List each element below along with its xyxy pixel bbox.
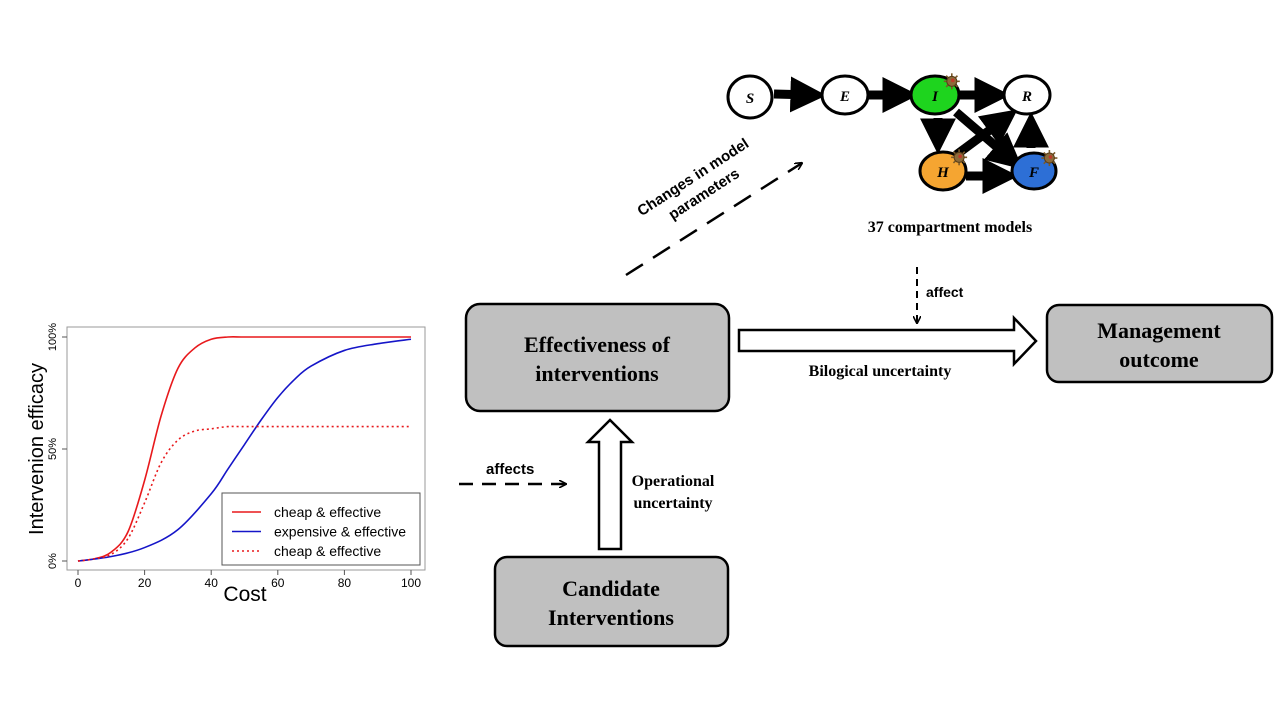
virus-icon: [951, 149, 968, 166]
y-tick-label: 50%: [47, 438, 59, 460]
management-box-line2: outcome: [1119, 347, 1199, 372]
legend-label: expensive & effective: [274, 524, 406, 540]
node-e-circle: [820, 74, 870, 116]
y-tick-label: 100%: [47, 323, 59, 351]
virus-icon: [1041, 150, 1058, 167]
x-tick-label: 20: [138, 576, 152, 590]
effectiveness-box: Effectiveness of interventions: [464, 302, 731, 413]
x-tick-label: 40: [205, 576, 219, 590]
legend-label: cheap & effective: [274, 504, 381, 520]
node-s: S: [726, 74, 774, 120]
series-line-2: [77, 425, 411, 562]
candidate-box-line2: Interventions: [548, 605, 674, 630]
chart-legend: cheap & effective expensive & effective ch…: [221, 492, 421, 566]
biological-uncertainty-arrow: [737, 314, 1038, 368]
effectiveness-box-line2: interventions: [535, 361, 659, 386]
virus-icon: [943, 73, 960, 90]
series-line-1: [77, 338, 412, 562]
node-r: R: [1002, 74, 1052, 116]
edge-h-r: [953, 109, 1018, 159]
management-outcome-box: Management outcome: [1045, 303, 1274, 384]
compartment-nodes: S E I R H F: [726, 73, 1058, 192]
node-s-label: S: [746, 91, 754, 107]
efficacy-chart: 0 20 40 60 80 100 0% 50% 100% Cost Intervenion e…: [26, 323, 426, 606]
candidate-box-line1: Candidate: [562, 576, 660, 601]
effectiveness-box-shape: [464, 302, 731, 413]
node-h-label: H: [936, 165, 950, 181]
chart-lines: [77, 336, 412, 562]
node-f: F: [1010, 150, 1058, 191]
management-box-line1: Management: [1097, 318, 1221, 343]
legend-box: [221, 492, 421, 566]
node-e-label: E: [839, 89, 850, 105]
affects-label: affects: [486, 461, 534, 478]
series-line-0: [77, 336, 411, 562]
y-axis-label: Intervenion efficacy: [26, 363, 48, 535]
legend-label: cheap & effective: [274, 543, 381, 559]
affect-label: affect: [926, 284, 964, 300]
y-tick-label: 0%: [47, 553, 59, 569]
candidate-box-shape: [493, 555, 730, 648]
management-box-shape: [1045, 303, 1274, 384]
node-i: I: [909, 73, 961, 116]
compartment-models-label: 37 compartment models: [868, 219, 1032, 236]
biological-uncertainty-label: Bilogical uncertainty: [809, 363, 952, 380]
x-tick-label: 100: [401, 576, 421, 590]
chart-ticks: 0 20 40 60 80 100 0% 50% 100%: [47, 323, 421, 590]
candidate-interventions-box: Candidate Interventions: [493, 555, 730, 648]
operational-uncertainty-arrow: [584, 418, 636, 551]
compartment-model: S E I R H F: [726, 73, 1058, 194]
x-axis-label: Cost: [223, 583, 266, 606]
x-tick-label: 80: [338, 576, 352, 590]
node-h: H: [918, 149, 968, 192]
node-r-label: R: [1021, 89, 1032, 105]
node-i-label: I: [931, 89, 939, 105]
parameter-change-dashed-arrow: [625, 163, 802, 277]
operational-label-line2: uncertainty: [633, 495, 712, 512]
node-s-circle: [726, 74, 774, 120]
edge-s-e: [773, 76, 827, 113]
node-r-circle: [1002, 74, 1052, 116]
effectiveness-box-line1: Effectiveness of: [524, 332, 671, 357]
operational-label-line1: Operational: [632, 473, 715, 490]
x-tick-label: 60: [271, 576, 285, 590]
node-f-label: F: [1028, 165, 1039, 181]
changes-label-group: Changes in model parameters: [634, 135, 752, 223]
node-e: E: [820, 74, 870, 116]
x-tick-label: 0: [75, 576, 82, 590]
